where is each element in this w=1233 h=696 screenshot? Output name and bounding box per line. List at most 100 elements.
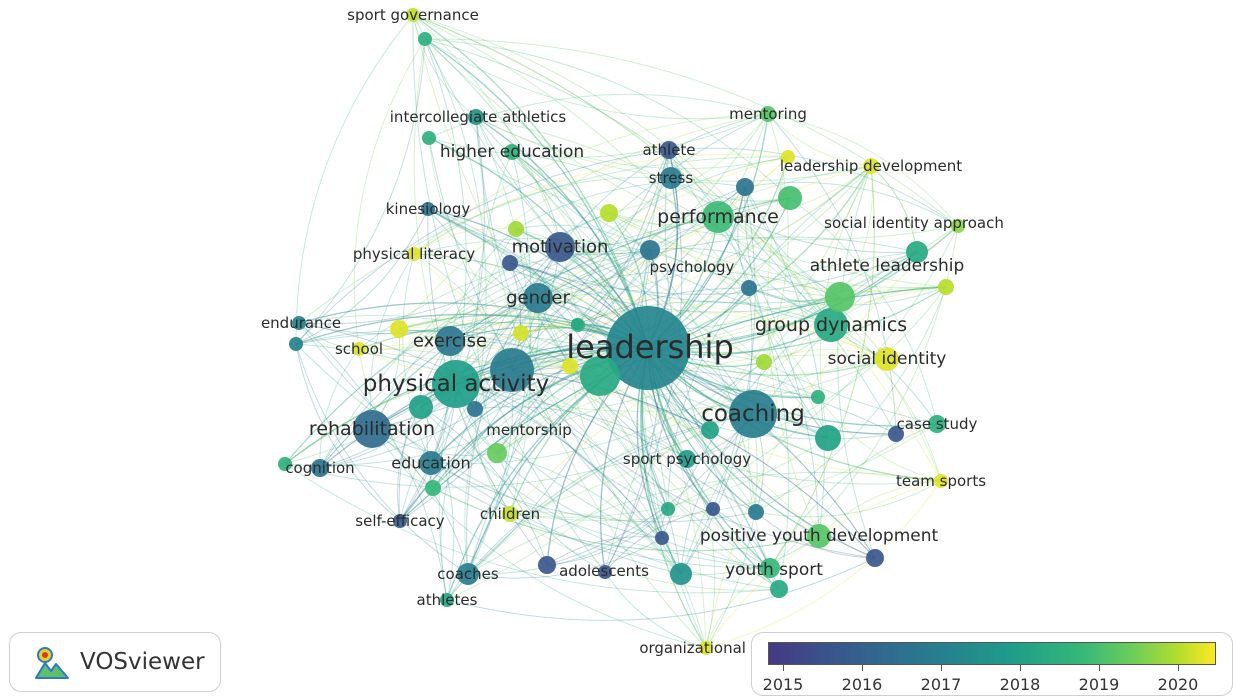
- keyword-label-sport-governance[interactable]: sport governance: [347, 6, 479, 24]
- keyword-node[interactable]: [407, 247, 421, 261]
- keyword-node[interactable]: [425, 480, 441, 496]
- keyword-label-children[interactable]: children: [480, 505, 540, 523]
- keyword-label-gender[interactable]: gender: [506, 288, 570, 309]
- keyword-node[interactable]: [702, 201, 734, 233]
- keyword-label-intercollegiate-athletics[interactable]: intercollegiate athletics: [390, 108, 567, 126]
- keyword-node[interactable]: [661, 502, 675, 516]
- keyword-node[interactable]: [756, 354, 772, 370]
- keyword-label-kinesiology[interactable]: kinesiology: [386, 200, 471, 218]
- keyword-label-group-dynamics[interactable]: group dynamics: [755, 314, 907, 336]
- keyword-node[interactable]: [701, 421, 719, 439]
- keyword-node[interactable]: [770, 580, 788, 598]
- keyword-node[interactable]: [562, 358, 578, 374]
- keyword-label-youth-sport[interactable]: youth sport: [725, 560, 823, 580]
- keyword-node[interactable]: [490, 348, 534, 392]
- keyword-node[interactable]: [353, 410, 391, 448]
- keyword-label-psychology[interactable]: psychology: [650, 258, 735, 276]
- keyword-label-motivation[interactable]: motivation: [512, 237, 609, 258]
- keyword-node[interactable]: [640, 240, 660, 260]
- keyword-node[interactable]: [352, 342, 366, 356]
- keyword-node[interactable]: [655, 531, 669, 545]
- keyword-node[interactable]: [934, 474, 948, 488]
- keyword-node[interactable]: [781, 150, 795, 164]
- keyword-node[interactable]: [419, 451, 443, 475]
- keyword-node[interactable]: [508, 221, 524, 237]
- keyword-node[interactable]: [748, 504, 764, 520]
- keyword-label-mentoring[interactable]: mentoring: [729, 105, 807, 123]
- keyword-node[interactable]: [409, 395, 433, 419]
- keyword-node[interactable]: [706, 502, 720, 516]
- keyword-label-performance[interactable]: performance: [657, 206, 779, 228]
- keyword-node[interactable]: [906, 241, 928, 263]
- keyword-label-social-identity[interactable]: social identity: [828, 349, 947, 369]
- keyword-node[interactable]: [866, 549, 884, 567]
- keyword-node[interactable]: [406, 8, 420, 22]
- keyword-label-physical-activity[interactable]: physical activity: [363, 371, 549, 397]
- keyword-node[interactable]: [598, 565, 612, 579]
- keyword-node[interactable]: [440, 593, 454, 607]
- keyword-node[interactable]: [468, 109, 484, 125]
- keyword-label-athletes[interactable]: athletes: [417, 591, 478, 609]
- keyword-node[interactable]: [502, 255, 518, 271]
- keyword-node[interactable]: [435, 326, 465, 356]
- keyword-node[interactable]: [875, 347, 899, 371]
- keyword-node[interactable]: [393, 514, 407, 528]
- keyword-label-leadership[interactable]: leadership: [566, 328, 734, 366]
- keyword-node[interactable]: [523, 283, 553, 313]
- keyword-node[interactable]: [736, 178, 754, 196]
- keyword-node[interactable]: [289, 337, 303, 351]
- keyword-label-exercise[interactable]: exercise: [413, 331, 487, 352]
- keyword-label-case-study[interactable]: case study: [897, 415, 978, 433]
- keyword-label-positive-youth-development[interactable]: positive youth development: [700, 526, 939, 546]
- keyword-node[interactable]: [814, 308, 848, 342]
- keyword-node[interactable]: [600, 204, 618, 222]
- keyword-node[interactable]: [504, 144, 520, 160]
- keyword-label-adolescents[interactable]: adolescents: [559, 562, 649, 580]
- keyword-label-team-sports[interactable]: team sports: [896, 472, 986, 490]
- keyword-node[interactable]: [670, 563, 692, 585]
- keyword-node[interactable]: [699, 641, 713, 655]
- keyword-node[interactable]: [487, 443, 507, 463]
- keyword-node[interactable]: [311, 459, 329, 477]
- keyword-label-coaches[interactable]: coaches: [437, 565, 499, 583]
- keyword-node[interactable]: [807, 524, 831, 548]
- keyword-label-higher-education[interactable]: higher education: [440, 142, 584, 162]
- keyword-node[interactable]: [811, 390, 825, 404]
- keyword-label-cognition[interactable]: cognition: [285, 459, 354, 477]
- keyword-node[interactable]: [660, 141, 678, 159]
- keyword-label-sport-psychology[interactable]: sport psychology: [623, 450, 751, 468]
- keyword-node[interactable]: [571, 318, 583, 330]
- keyword-node[interactable]: [545, 232, 575, 262]
- keyword-label-social-identity-approach[interactable]: social identity approach: [824, 214, 1004, 232]
- keyword-node[interactable]: [660, 167, 682, 189]
- keyword-label-mentorship[interactable]: mentorship: [486, 421, 572, 439]
- keyword-label-coaching[interactable]: coaching: [701, 401, 805, 427]
- keyword-node[interactable]: [928, 415, 946, 433]
- keyword-node[interactable]: [951, 219, 965, 233]
- keyword-node[interactable]: [815, 425, 841, 451]
- keyword-node[interactable]: [678, 450, 696, 468]
- keyword-label-self-efficacy[interactable]: self-efficacy: [355, 512, 445, 530]
- keyword-node[interactable]: [760, 558, 780, 578]
- keyword-label-education[interactable]: education: [391, 454, 470, 473]
- keyword-node[interactable]: [825, 282, 855, 312]
- keyword-label-leadership-development[interactable]: leadership development: [780, 157, 962, 175]
- keyword-label-rehabilitation[interactable]: rehabilitation: [309, 418, 435, 440]
- keyword-node[interactable]: [888, 426, 904, 442]
- keyword-node[interactable]: [467, 401, 483, 417]
- keyword-label-school[interactable]: school: [335, 340, 383, 358]
- keyword-node[interactable]: [606, 306, 690, 390]
- keyword-label-athlete[interactable]: athlete: [642, 141, 695, 159]
- keyword-node[interactable]: [760, 106, 776, 122]
- keyword-label-stress[interactable]: stress: [649, 169, 694, 187]
- keyword-node[interactable]: [741, 280, 757, 296]
- keyword-node[interactable]: [457, 563, 479, 585]
- keyword-node[interactable]: [538, 556, 556, 574]
- keyword-label-athlete-leadership[interactable]: athlete leadership: [810, 256, 965, 276]
- keyword-node[interactable]: [729, 390, 777, 438]
- keyword-node[interactable]: [418, 32, 432, 46]
- keyword-node[interactable]: [292, 316, 306, 330]
- keyword-node[interactable]: [278, 457, 292, 471]
- keyword-node[interactable]: [390, 320, 408, 338]
